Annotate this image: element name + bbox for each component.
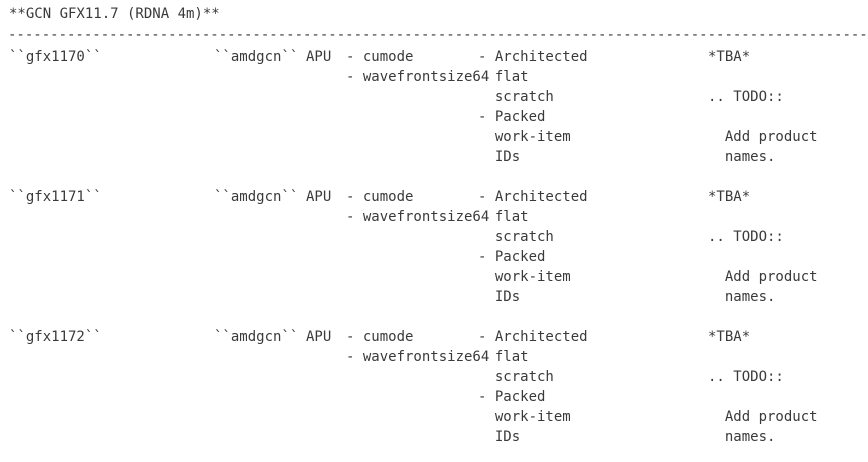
target-triple-cell: ``amdgcn`` bbox=[214, 189, 299, 205]
products-notes-cell: *TBA* .. TODO:: Add product names. bbox=[708, 329, 818, 445]
target-triple-cell: ``amdgcn`` bbox=[214, 49, 299, 65]
products-notes-cell: *TBA* .. TODO:: Add product names. bbox=[708, 49, 818, 165]
gpu-name-cell: ``gfx1171`` bbox=[9, 189, 102, 205]
table-separator-line: ----------------------------------------… bbox=[8, 27, 868, 43]
address-properties-cell: - Architected flat scratch - Packed work… bbox=[478, 329, 588, 445]
target-features-cell: - cumode - wavefrontsize64 bbox=[346, 329, 490, 365]
target-triple-cell: ``amdgcn`` bbox=[214, 329, 299, 345]
gpu-name-cell: ``gfx1170`` bbox=[9, 49, 102, 65]
target-features-cell: - cumode - wavefrontsize64 bbox=[346, 49, 490, 85]
products-notes-cell: *TBA* .. TODO:: Add product names. bbox=[708, 189, 818, 305]
target-features-cell: - cumode - wavefrontsize64 bbox=[346, 189, 490, 225]
processor-kind-cell: APU bbox=[306, 329, 332, 345]
table-row-gfx1170: ``gfx1170`` ``amdgcn`` APU - cumode - wa… bbox=[0, 47, 868, 167]
address-properties-cell: - Architected flat scratch - Packed work… bbox=[478, 49, 588, 165]
table-row-gfx1172: ``gfx1172`` ``amdgcn`` APU - cumode - wa… bbox=[0, 327, 868, 447]
processor-kind-cell: APU bbox=[306, 189, 332, 205]
doc-heading: **GCN GFX11.7 (RDNA 4m)** bbox=[9, 6, 220, 22]
gpu-name-cell: ``gfx1172`` bbox=[9, 329, 102, 345]
table-row-gfx1171: ``gfx1171`` ``amdgcn`` APU - cumode - wa… bbox=[0, 187, 868, 307]
processor-kind-cell: APU bbox=[306, 49, 332, 65]
address-properties-cell: - Architected flat scratch - Packed work… bbox=[478, 189, 588, 305]
